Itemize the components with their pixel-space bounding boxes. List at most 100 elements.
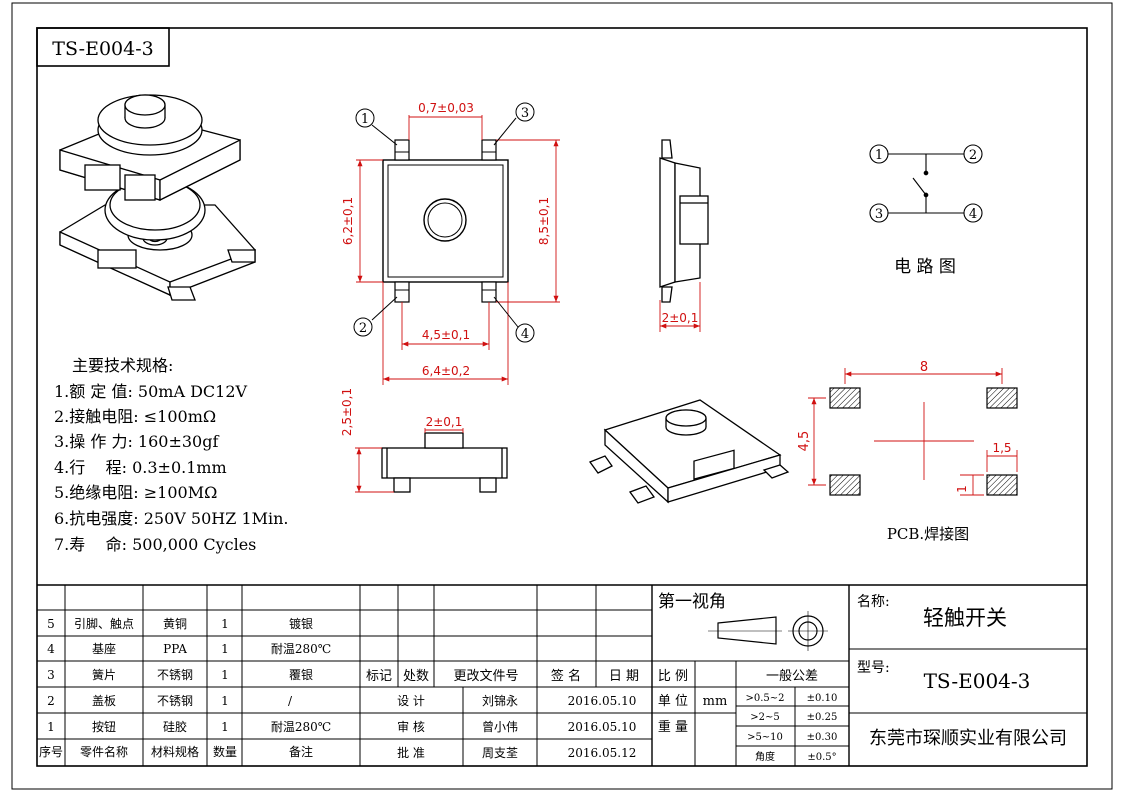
signature-name: 周支荃 [482,746,518,760]
bom-header: 零件名称 [80,744,128,759]
dim-pin-spacing: 4,5±0,1 [422,328,470,342]
bom-cell: 5 [47,617,55,631]
spec-line-1: 1.额 定 值: 50mA DC12V [54,382,248,401]
spec-line-2: 2.接触电阻: ≤100mΩ [54,407,216,426]
dim-body-width: 6,2±0,1 [341,197,355,245]
dim-height: 2,5±0,1 [340,388,354,436]
bom-header: 备注 [289,744,313,759]
tolerance-title: 一般公差 [766,668,818,684]
bom-cell: 引脚、触点 [74,616,134,631]
inner-border [36,27,1088,767]
bom-cell: 黄铜 [163,616,187,631]
bom-cell: 2 [47,694,55,708]
model-value: TS-E004-3 [924,669,1031,693]
top-view-dimensions [356,115,560,385]
spec-line-7: 7.寿 命: 500,000 Cycles [54,535,256,554]
bom-cell: 覆银 [289,668,313,682]
bom-cell: / [288,694,293,708]
outer-border [11,2,1113,790]
dim-side-depth: 2±0,1 [662,311,699,325]
bom-cell: 耐温280℃ [271,642,331,656]
weight-label: 重 量 [658,719,688,735]
pin-label-4: 4 [521,327,529,342]
dim-actuator-width: 2±0,1 [426,415,463,429]
bom-cell: 簧片 [92,667,116,682]
bom-header: 数量 [213,744,237,759]
unit-label: 单 位 [658,694,688,709]
spec-line-6: 6.抗电强度: 250V 50HZ 1Min. [54,509,289,528]
pcb-layout [829,387,1018,496]
signature-role: 批 准 [397,745,425,760]
side-view-dimensions [659,282,701,332]
signature-name: 刘锦永 [482,694,518,708]
circuit-title: 电 路 图 [894,257,956,277]
pin-callouts [353,102,535,343]
first-angle-projection-icon [708,611,828,651]
name-value: 轻触开关 [923,606,1007,630]
dim-pad-width: 1,5 [992,441,1011,455]
name-model-company: 名称: 轻触开关 型号: TS-E004-3 东莞市琛顺实业有限公司 [857,594,1067,749]
bom-cell: 1 [221,720,229,734]
revision-header: 更改文件号 [453,669,518,684]
pin-label-3: 3 [521,106,529,121]
unit-value: mm [703,694,728,709]
bom-table: 5 引脚、触点 黄铜 1 镀银 4 基座 PPA 1 耐温280℃ 3 簧片 不… [39,616,331,759]
bom-cell: 1 [221,694,229,708]
tolerance-value: ±0.5° [807,752,836,763]
bom-cell: 4 [47,642,55,656]
tolerance-value: ±0.30 [807,732,838,743]
circuit-node-1: 1 [875,148,883,163]
bom-cell: 1 [47,720,55,734]
circuit-node-2: 2 [969,148,977,163]
bom-cell: 按钮 [92,719,116,734]
bom-cell: 基座 [92,641,116,656]
projection-label: 第一视角 [658,592,726,612]
top-view [382,139,509,303]
front-view-dimensions [355,428,464,493]
tolerance-value: ±0.25 [807,712,838,723]
circuit-node-4: 4 [969,207,977,222]
revision-header: 标记 [366,669,392,684]
bom-cell: 镀银 [289,617,313,631]
spec-line-5: 5.绝缘电阻: ≥100MΩ [54,483,217,502]
dim-overall-length: 8,5±0,1 [537,197,551,245]
dim-overall-width: 6,4±0,2 [422,364,470,378]
bom-cell: 1 [221,668,229,682]
spec-line-3: 3.操 作 力: 160±30gf [54,432,219,451]
revision-header: 处数 [403,669,429,684]
pin-label-2: 2 [359,321,367,336]
bom-cell: 3 [47,668,55,682]
part-number-box-text: TS-E004-3 [52,38,153,60]
signature-date: 2016.05.10 [568,694,637,708]
spec-line-4: 4.行 程: 0.3±0.1mm [54,458,227,477]
assembled-iso-view [588,399,790,504]
bom-cell: 硅胶 [163,719,187,734]
model-label: 型号: [857,660,890,676]
circuit-node-3: 3 [875,207,883,222]
bom-cell: 1 [221,642,229,656]
tolerance-table: 一般公差 >0.5~2 ±0.10 >2~5 ±0.25 >5~10 ±0.30… [745,668,837,763]
dim-pcb-width: 8 [920,360,928,375]
signature-rows: 设 计 刘锦永 2016.05.10 审 核 曾小伟 2016.05.10 批 … [397,694,636,760]
tolerance-range: 角度 [755,750,775,763]
tolerance-range: >0.5~2 [745,693,784,704]
specs-title: 主要技术规格: [72,356,173,375]
dim-pcb-height: 4,5 [797,431,812,452]
bom-cell: 不锈钢 [157,694,193,708]
bom-cell: 盖板 [92,694,116,708]
signature-date: 2016.05.10 [568,720,637,734]
signature-role: 审 核 [397,719,425,734]
tolerance-value: ±0.10 [807,693,838,704]
bom-header: 序号 [39,744,63,759]
company-name: 东莞市琛顺实业有限公司 [869,728,1067,749]
revision-header-row: 标记 处数 更改文件号 签 名 日 期 [366,668,639,684]
scale-label: 比 例 [658,669,688,684]
signature-role: 设 计 [397,694,425,708]
bom-cell: 耐温280℃ [271,720,331,734]
bom-cell: 1 [221,617,229,631]
side-view [659,139,709,303]
title-block-lines [37,584,1087,766]
pin-label-1: 1 [361,112,369,127]
